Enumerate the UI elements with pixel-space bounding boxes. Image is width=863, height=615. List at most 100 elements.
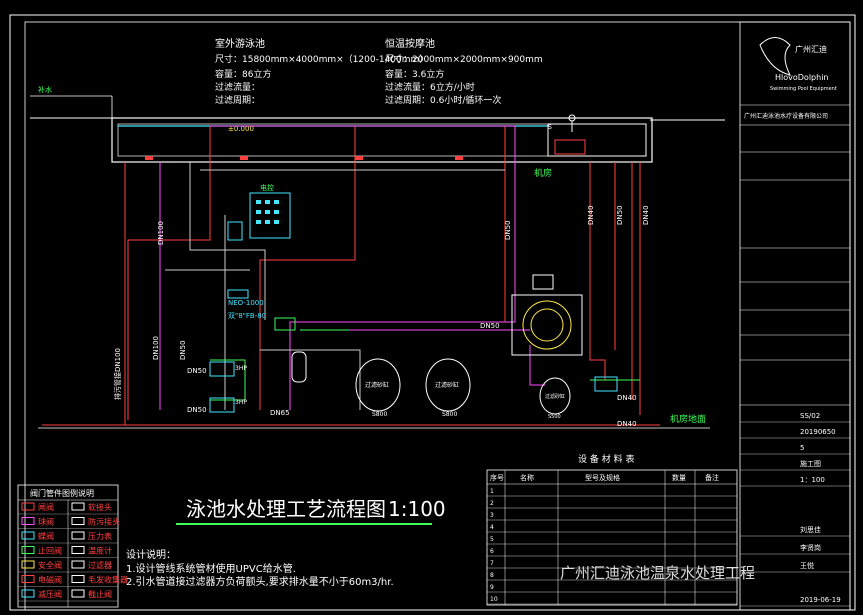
pipe-label-5: DN40 (587, 205, 595, 225)
pipe-label-12: DN40 (617, 394, 637, 402)
legend-item: 防污接头 (88, 517, 120, 527)
pipe-label-3: DN50 (179, 340, 187, 360)
sand-filter-2: 过滤砂缸 S800 (425, 358, 471, 418)
legend-symbol (71, 502, 85, 511)
svg-text:过滤砂缸: 过滤砂缸 (365, 381, 389, 389)
legend-symbol (71, 560, 85, 569)
pipe-label-6: DN50 (616, 205, 624, 225)
spa-pool-cycle: 过滤周期：0.6小时/循环一次 (385, 94, 501, 106)
table-header-cell: 型号及规格 (585, 473, 620, 482)
svg-text:3HP: 3HP (235, 399, 247, 406)
pipe-labels: DN100 DN100 DN50 DN50 DN40 DN50 DN40 DN5… (113, 205, 650, 428)
company-logo: 广州汇迪 HlovoDolphin Swimming Pool Equipmen… (759, 37, 837, 92)
ozone-generator: NEO-1000 (227, 289, 264, 307)
spa-pool-title: 恒温按摩池 (385, 37, 435, 50)
legend-symbol (21, 531, 35, 540)
pool-info: 室外游泳池 尺寸：15800mm×4000mm×（1200-1400mm） 容量… (215, 37, 543, 106)
drain-note: 排污管接DN100 (113, 348, 122, 400)
notes-title: 设计说明： (126, 548, 176, 561)
legend: 阀门管件图例说明 闸阀软接头球阀防污接头蝶阀压力表止回阀温度计安全阀过滤器电磁阀… (17, 484, 128, 608)
equipment-table-title: 设 备 材 料 表 (578, 453, 634, 465)
uv-label: 双"8"FB-80 (228, 312, 266, 320)
legend-item: 蝶阀 (38, 531, 54, 541)
title-block-value: 李贤岗 (800, 543, 821, 552)
table-header-cell: 数量 (672, 473, 686, 482)
table-cell: 9 (490, 584, 494, 591)
chemical-tank (291, 351, 307, 383)
left-inlet-label: 补水 (38, 85, 52, 94)
machine-room-label: 机房 (534, 167, 552, 179)
notes-line2: 2.引水管道接过滤器方负荷额头,要求排水量不小于60m3/hr. (126, 575, 394, 588)
legend-item: 止回阀 (38, 546, 62, 556)
legend-item: 电磁阀 (38, 575, 62, 585)
control-box-label: 电控 (260, 183, 274, 192)
legend-item: 减压阀 (38, 589, 62, 599)
title-block-value: 刘思佳 (800, 525, 821, 534)
outdoor-pool-cycle: 过滤周期： (215, 94, 260, 106)
legend-symbol (71, 546, 85, 554)
equipment-table: 设 备 材 料 表 序号名称型号及规格数量备注 1 2345678910 (486, 453, 738, 606)
pump-1: 3HP (209, 361, 247, 377)
notes-line1: 1.设计管线系统管材使用UPVC给水管. (126, 562, 296, 575)
table-cell: 4 (490, 524, 494, 531)
title-block-value: 王悦 (800, 561, 814, 570)
inner-frame (24, 21, 851, 611)
svg-text:S800: S800 (372, 411, 387, 418)
heat-pump (511, 274, 583, 356)
outdoor-pool-flow: 过滤流量： (215, 81, 260, 93)
control-box: 电控 (227, 183, 291, 241)
legend-symbol (21, 589, 35, 598)
table-cell: 10 (490, 596, 498, 603)
spa-pool-size: 尺寸：2000mm×2000mm×900mm (385, 53, 543, 65)
svg-text:HlovoDolphin: HlovoDolphin (775, 73, 828, 82)
legend-symbol (71, 517, 85, 525)
spa-pool-volume: 容量：3.6立方 (385, 68, 444, 80)
legend-symbol (21, 560, 35, 569)
legend-symbol (21, 517, 35, 525)
legend-symbol (21, 502, 35, 511)
legend-item: 截止阀 (88, 589, 112, 599)
legend-title: 阀门管件图例说明 (30, 488, 94, 498)
legend-symbol (21, 546, 35, 554)
table-header-cell: 名称 (520, 473, 534, 482)
pump-2: 3HP (209, 397, 247, 413)
svg-text:Swimming Pool Equipment: Swimming Pool Equipment (770, 86, 837, 92)
uv-unit: 双"8"FB-80 (228, 312, 296, 331)
title-block-value: 施工图 (800, 459, 821, 468)
title-block: 广州汇迪 HlovoDolphin Swimming Pool Equipmen… (739, 21, 851, 611)
grid-marker: S (548, 124, 552, 131)
design-notes: 设计说明： 1.设计管线系统管材使用UPVC给水管. 2.引水管道接过滤器方负荷… (126, 548, 394, 588)
legend-item: 毛发收集器 (88, 575, 128, 585)
main-title-text: 泳池水处理工艺流程图 (186, 497, 386, 521)
outdoor-pool-size: 尺寸：15800mm×4000mm×（1200-1400mm） (215, 53, 428, 65)
table-cell: 6 (490, 548, 494, 555)
company-full-name: 广州汇迪泳池水疗设备有限公司 (744, 112, 828, 120)
svg-text:广州汇迪: 广州汇迪 (795, 44, 827, 54)
legend-item: 软接头 (88, 502, 112, 512)
machine-floor-label: 机房地面 (670, 413, 706, 425)
svg-text:S500: S500 (548, 414, 561, 420)
pipe-label-1: DN100 (157, 221, 165, 245)
pipe-label-8: DN50 (480, 322, 500, 330)
legend-symbol (71, 575, 85, 583)
legend-symbol (71, 531, 85, 540)
legend-symbol (71, 589, 85, 598)
title-block-value: SS/02 (800, 412, 820, 420)
legend-item: 闸阀 (38, 503, 54, 512)
title-block-value: 20190650 (800, 428, 836, 436)
table-header-cell: 序号 (490, 473, 504, 482)
table-cell: 1 (490, 488, 494, 495)
svg-text:3HP: 3HP (235, 365, 247, 372)
main-title-scale: 1:100 (388, 497, 446, 521)
svg-text:S800: S800 (442, 411, 457, 418)
outdoor-pool-volume: 容量：86立方 (215, 68, 271, 80)
pipe-label-4: DN50 (504, 220, 512, 240)
title-block-value: 1：100 (800, 476, 825, 484)
svg-text:过滤砂缸: 过滤砂缸 (545, 393, 565, 400)
pipe-label-11: DN50 (187, 406, 207, 414)
legend-item: 球阀 (38, 517, 54, 527)
pool-section: ±0.000 补水 S 机房 (30, 85, 725, 179)
title-block-value: 2019-06-19 (800, 596, 841, 604)
legend-symbol (21, 575, 35, 583)
